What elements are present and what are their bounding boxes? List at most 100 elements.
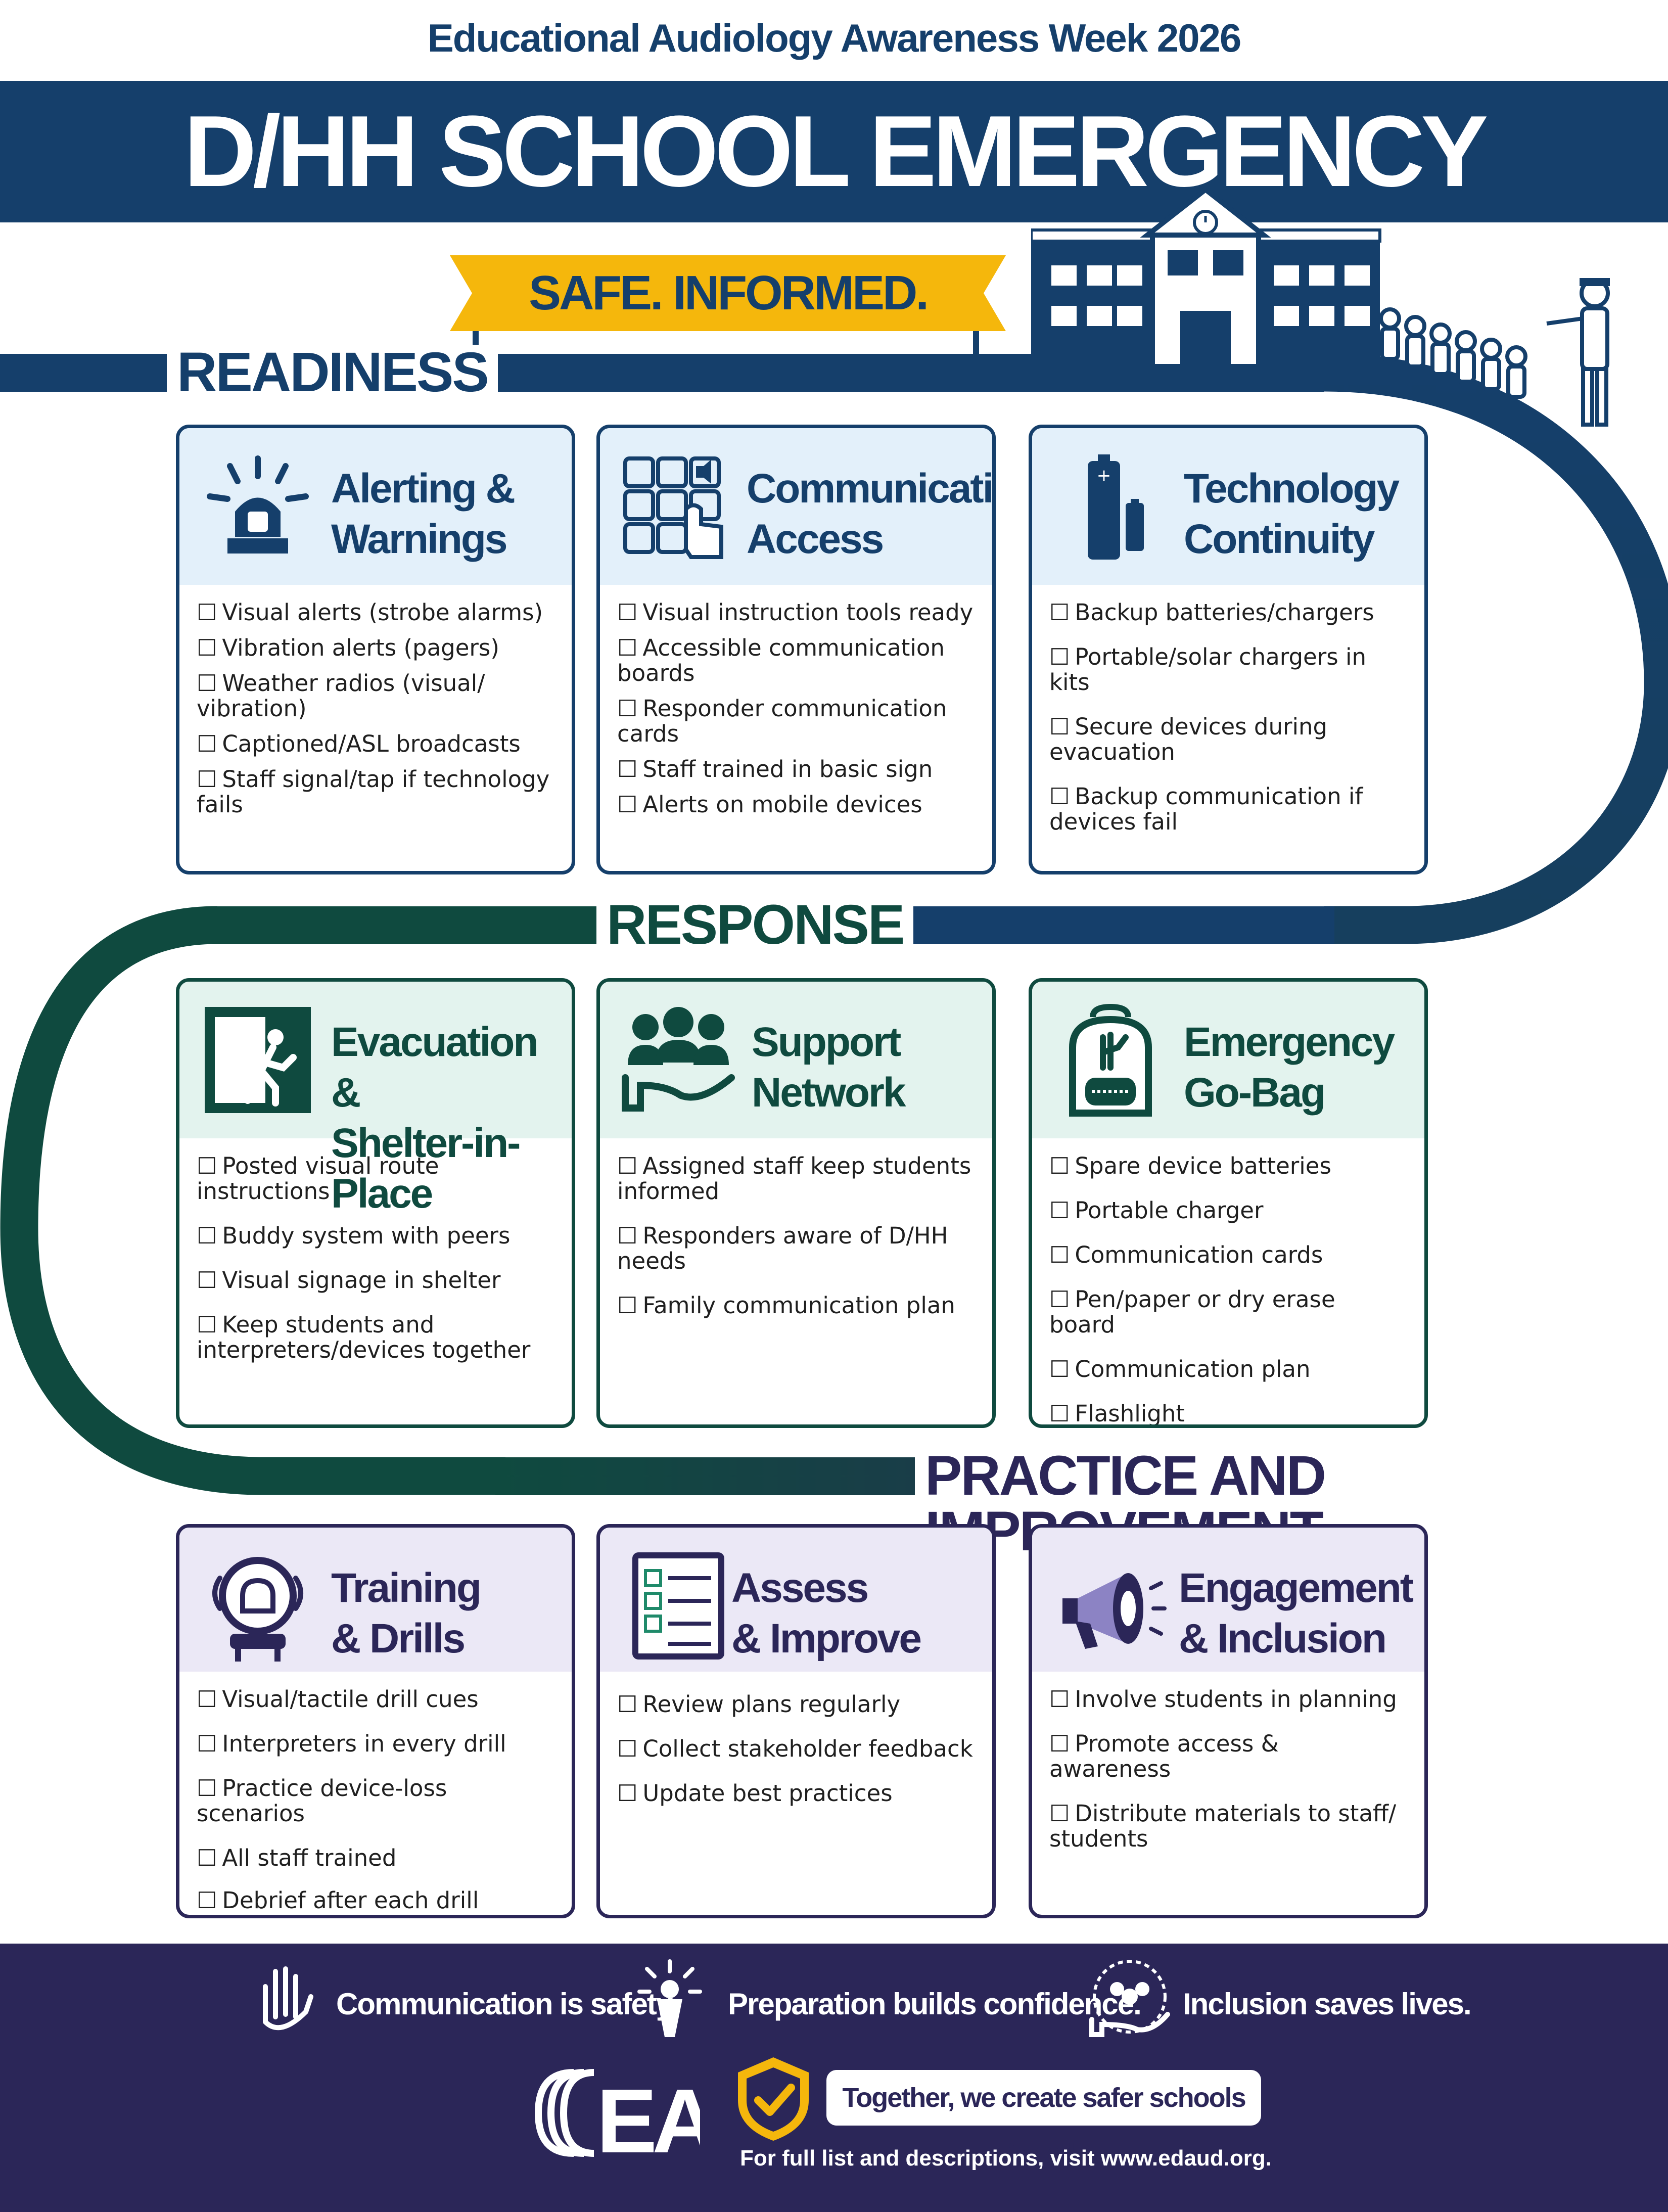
checklist-item[interactable]: ☐Practice device-loss scenarios xyxy=(197,1775,447,1827)
checklist: ☐Review plans regularly ☐Collect stakeho… xyxy=(600,1672,992,1806)
card-title: Training& Drills xyxy=(331,1565,482,1662)
checklist-item[interactable]: ☐Debrief after each drill xyxy=(197,1887,479,1914)
checklist-item[interactable]: ☐Communication plan xyxy=(1049,1356,1311,1382)
card-engagement: Engagement& Inclusion ☐Involve students … xyxy=(1029,1524,1428,1918)
checklist-item[interactable]: ☐Backup batteries/chargers xyxy=(1049,599,1374,626)
batteries-icon: + xyxy=(1088,454,1144,560)
checklist-item[interactable]: ☐Secure devices during evacuation xyxy=(1049,713,1328,765)
checklist-item[interactable]: ☐Buddy system with peers xyxy=(197,1222,511,1249)
checklist: ☐Visual alerts (strobe alarms) ☐Vibratio… xyxy=(179,585,572,817)
checklist: ☐Visual instruction tools ready ☐Accessi… xyxy=(600,585,992,817)
bell-icon xyxy=(212,1557,303,1662)
checklist-item[interactable]: ☐Distribute materials to staff/ students xyxy=(1049,1800,1397,1852)
checklist-item[interactable]: ☐Accessible communication boards xyxy=(617,634,945,686)
checklist-item[interactable]: ☐Communication cards xyxy=(1049,1241,1323,1268)
checklist-item[interactable]: ☐Update best practices xyxy=(617,1780,893,1807)
banner-text: SAFE. INFORMED. INCLUDED. xyxy=(528,266,929,320)
shield-check-icon xyxy=(738,2057,809,2141)
checklist-item[interactable]: ☐Visual alerts (strobe alarms) xyxy=(197,599,543,626)
checklist-item[interactable]: ☐Assigned staff keep students informed xyxy=(617,1153,971,1205)
together-box: Together, we create safer schools for al… xyxy=(826,2070,1261,2169)
section-response: RESPONSE xyxy=(596,897,914,953)
checklist-item[interactable]: ☐Review plans regularly xyxy=(617,1691,901,1718)
people-hand-icon xyxy=(622,1007,735,1112)
checklist-item[interactable]: ☐Alerts on mobile devices xyxy=(617,791,922,818)
checklist-icon xyxy=(632,1552,724,1660)
checklist-item[interactable]: ☐Involve students in planning xyxy=(1049,1686,1397,1713)
checklist-item[interactable]: ☐Collect stakeholder feedback xyxy=(617,1735,973,1762)
visit-link[interactable]: For full list and descriptions, visit ww… xyxy=(739,2146,1272,2171)
card-header: Engagement& Inclusion xyxy=(1032,1528,1424,1672)
supertitle: Educational Audiology Awareness Week 202… xyxy=(427,16,1242,60)
checklist-item[interactable]: ☐Keep students and interpreters/devices … xyxy=(197,1311,531,1363)
checklist-item[interactable]: ☐Interpreters in every drill xyxy=(197,1730,506,1757)
checklist-item[interactable]: ☐Staff trained in basic sign xyxy=(617,756,933,782)
checklist-item[interactable]: ☐Visual instruction tools ready xyxy=(617,599,974,626)
checklist-item[interactable]: ☐Posted visual route instructions xyxy=(197,1153,439,1205)
checklist-item[interactable]: ☐Backup communication if devices fail xyxy=(1049,783,1363,835)
checklist: ☐Backup batteries/chargers ☐Portable/sol… xyxy=(1032,585,1424,835)
checklist-item[interactable]: ☐Portable charger xyxy=(1049,1197,1264,1224)
slogan-preparation: Preparation builds confidence. xyxy=(728,1987,1142,2021)
checklist: ☐Posted visual route instructions ☐Buddy… xyxy=(179,1138,572,1363)
checklist-item[interactable]: ☐Portable/solar chargers in kits xyxy=(1049,643,1366,696)
card-communication: CommunicationAccess ☐Visual instruction … xyxy=(596,425,996,874)
card-header: Assess& Improve xyxy=(600,1528,992,1672)
card-title: Alerting &Warnings xyxy=(331,466,516,562)
checklist: ☐Assigned staff keep students informed ☐… xyxy=(600,1138,992,1318)
checklist: ☐Involve students in planning ☐Promote a… xyxy=(1032,1672,1424,1852)
banner: SAFE. INFORMED. INCLUDED. xyxy=(450,255,1006,331)
section-readiness: READINESS xyxy=(167,345,498,400)
megaphone-icon xyxy=(1062,1573,1167,1649)
communication-board-icon xyxy=(623,456,723,559)
card-assess: Assess& Improve ☐Review plans regularly … xyxy=(596,1524,996,1918)
eaa-logo-text: EAA xyxy=(596,2070,700,2163)
card-header: Evacuation &Shelter-in-Place xyxy=(179,982,572,1217)
sign-hands-icon xyxy=(263,1966,313,2031)
checklist-item[interactable]: ☐Family communication plan xyxy=(617,1292,955,1319)
card-header: CommunicationAccess xyxy=(600,428,992,585)
card-title: CommunicationAccess xyxy=(747,466,993,562)
slogan-inclusion: Inclusion saves lives. xyxy=(1183,1987,1472,2021)
checklist-item[interactable]: ☐Weather radios (visual/ vibration) xyxy=(197,670,485,722)
checklist-item[interactable]: ☐Vibration alerts (pagers) xyxy=(197,634,499,661)
checklist-item[interactable]: ☐Staff signal/tap if technology fails xyxy=(197,766,550,818)
checklist-item[interactable]: ☐Responders aware of D/HH needs xyxy=(617,1222,948,1274)
checklist-item[interactable]: ☐Captioned/ASL broadcasts xyxy=(197,730,521,757)
checklist-item[interactable]: ☐Pen/paper or dry erase board xyxy=(1049,1286,1335,1338)
checklist: ☐Spare device batteries ☐Portable charge… xyxy=(1032,1138,1424,1427)
checklist-item[interactable]: ☐Promote access & awareness xyxy=(1049,1730,1279,1782)
curve-right xyxy=(1324,353,1668,944)
card-title: Engagement& Inclusion xyxy=(1179,1565,1414,1662)
checklist-item[interactable]: ☐Visual/tactile drill cues xyxy=(197,1686,479,1713)
school-building-icon xyxy=(1031,186,1381,366)
checklist-item[interactable]: ☐All staff trained xyxy=(197,1845,397,1871)
person-radiant-icon xyxy=(637,1959,702,2037)
card-evacuation: Evacuation &Shelter-in-Place ☐Posted vis… xyxy=(176,978,575,1428)
card-alerting: Alerting &Warnings ☐Visual alerts (strob… xyxy=(176,425,575,874)
svg-text:+: + xyxy=(1097,466,1111,486)
students-firefighter-illustration xyxy=(1379,278,1610,427)
checklist-item[interactable]: ☐Visual signage in shelter xyxy=(197,1267,501,1294)
card-header: Alerting &Warnings xyxy=(179,428,572,585)
header-band xyxy=(0,81,1668,222)
checklist-item[interactable]: ☐Responder communication cards xyxy=(617,695,947,747)
curve-left xyxy=(0,906,505,1495)
checklist: ☐Visual/tactile drill cues ☐Interpreters… xyxy=(179,1672,572,1913)
slogan-communication: Communication is safety. xyxy=(336,1987,678,2021)
exit-sign-icon xyxy=(205,1007,311,1113)
alarm-light-icon xyxy=(207,455,309,554)
backpack-icon xyxy=(1069,1003,1152,1117)
eaa-logo: EAA xyxy=(528,2062,781,2172)
checklist-item[interactable]: ☐Flashlight xyxy=(1049,1400,1185,1427)
checklist-item[interactable]: ☐Spare device batteries xyxy=(1049,1153,1331,1179)
